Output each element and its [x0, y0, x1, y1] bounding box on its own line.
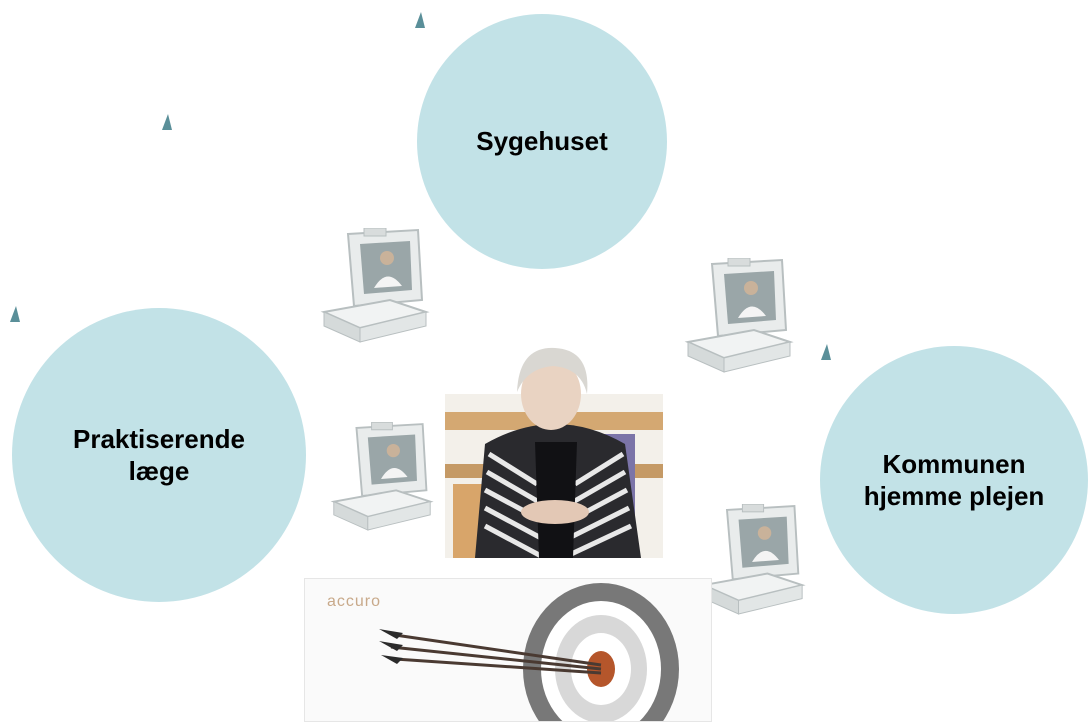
- accuro-logo-text: accuro: [327, 593, 382, 610]
- patient-photo: [445, 334, 663, 558]
- gp-node: Praktiserende læge: [12, 308, 306, 602]
- gp-label: Praktiserende læge: [73, 423, 245, 487]
- telemedicine-device-icon: [684, 258, 794, 373]
- telemedicine-device-icon: [700, 504, 806, 615]
- hospital-node: Sygehuset: [417, 14, 667, 269]
- tick-mark-icon: [821, 344, 831, 360]
- tick-mark-icon: [10, 306, 20, 322]
- tick-mark-icon: [415, 12, 425, 28]
- telemedicine-device-icon: [330, 422, 434, 531]
- municipality-label: Kommunen hjemme plejen: [863, 448, 1045, 512]
- accuro-logo-panel: accuro: [304, 578, 712, 722]
- target-with-arrows-icon: [379, 583, 679, 721]
- municipality-node: Kommunen hjemme plejen: [820, 346, 1088, 614]
- tick-mark-icon: [162, 114, 172, 130]
- telemedicine-device-icon: [320, 228, 430, 343]
- hospital-label: Sygehuset: [476, 126, 608, 157]
